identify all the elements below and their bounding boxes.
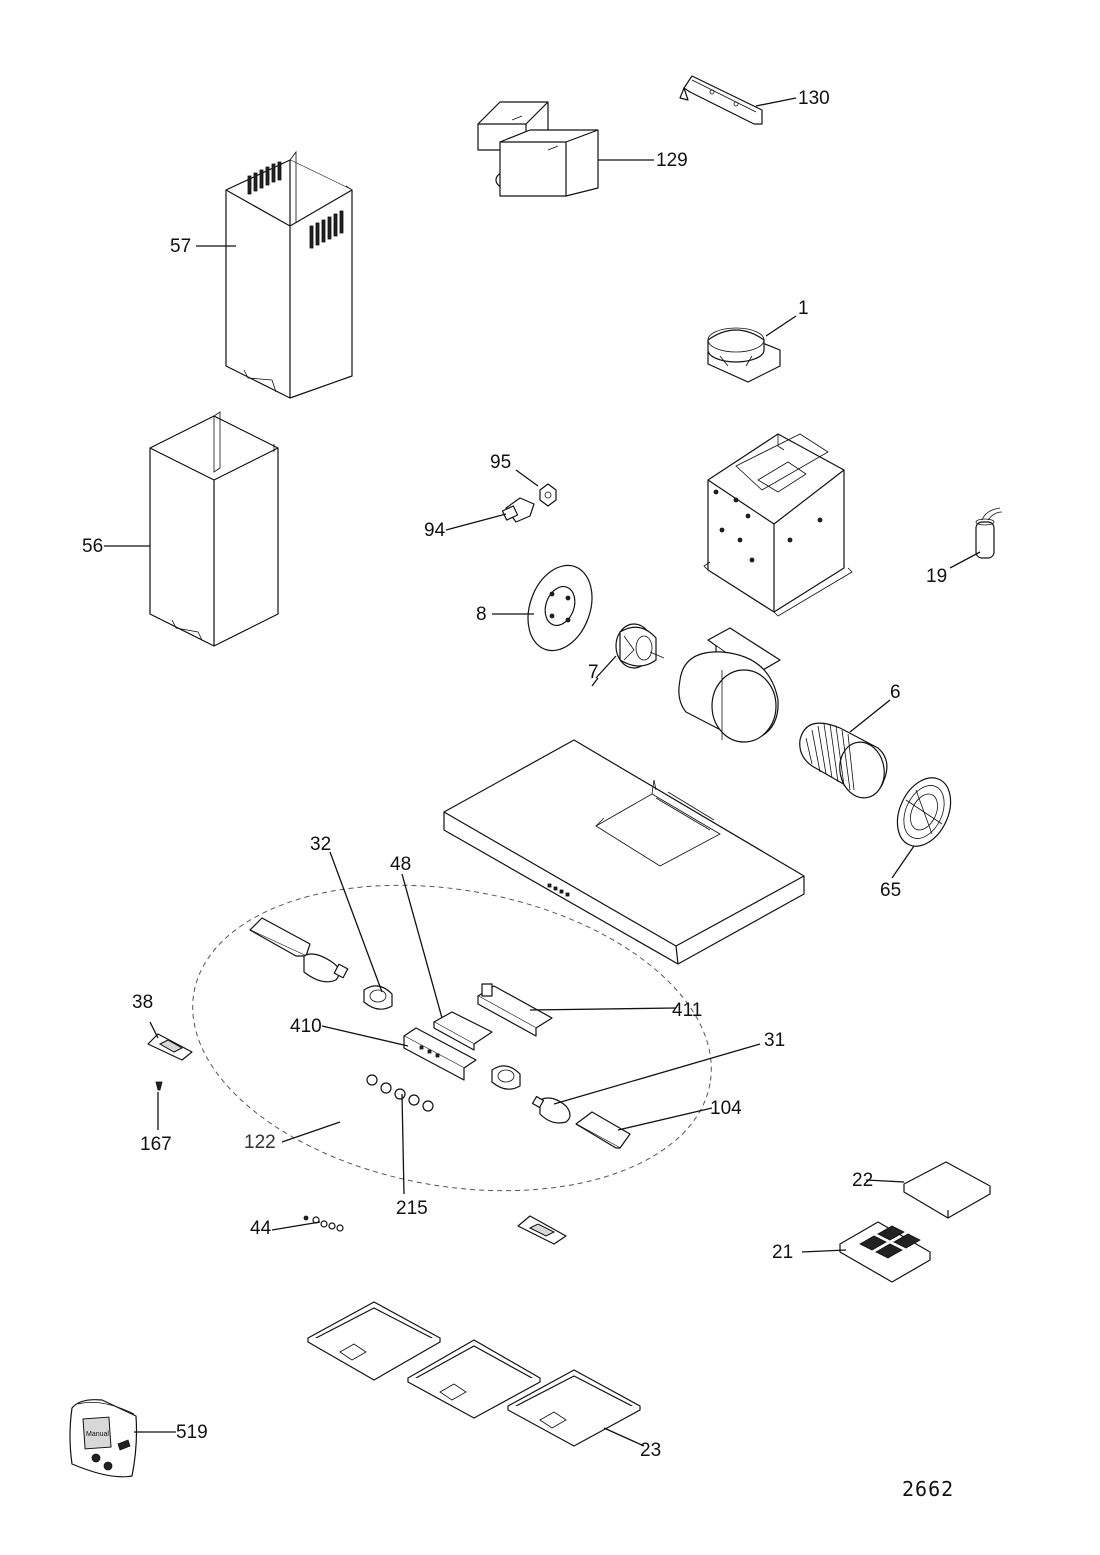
part-38-lamp-cover — [147, 1033, 193, 1061]
hood-canopy — [443, 739, 805, 965]
part-48-plate — [433, 1011, 493, 1051]
part-129-duct-adapter — [477, 101, 599, 197]
callout-167: 167 — [140, 1134, 172, 1155]
part-8-mounting-plate — [527, 564, 593, 652]
diagram-code: 2662 — [902, 1477, 954, 1501]
lamp-cover-spare — [517, 1215, 567, 1245]
motor-housing-box — [703, 433, 853, 617]
callout-94: 94 — [424, 520, 446, 541]
kit-122-group-outline — [192, 884, 712, 1192]
part-95-nut — [539, 483, 557, 507]
part-94-bolt — [501, 497, 535, 523]
part-130-bracket — [679, 75, 763, 125]
callout-6: 6 — [890, 682, 901, 703]
part-104-lamp-shade — [575, 1111, 631, 1149]
callout-1: 1 — [798, 298, 809, 319]
part-167-screw — [155, 1081, 163, 1091]
part-1-flange-ring — [707, 327, 781, 383]
part-6-fan-wheel — [799, 722, 888, 799]
part-23-grease-filter-1 — [307, 1301, 441, 1381]
callout-31: 31 — [764, 1030, 785, 1051]
callout-57: 57 — [170, 236, 191, 257]
callout-21: 21 — [772, 1242, 793, 1263]
callout-23: 23 — [640, 1440, 661, 1461]
callout-215: 215 — [396, 1198, 428, 1219]
part-23-grease-filter-3 — [507, 1369, 641, 1447]
callout-65: 65 — [880, 880, 901, 901]
part-19-capacitor — [975, 507, 1003, 559]
part-215-knobs — [366, 1074, 434, 1112]
callout-8: 8 — [476, 604, 487, 625]
callout-7: 7 — [588, 662, 599, 683]
callout-19: 19 — [926, 566, 947, 587]
part-57-upper-chimney — [225, 150, 353, 399]
callout-48: 48 — [390, 854, 411, 875]
lamp-holder-2 — [491, 1065, 521, 1090]
part-7-motor — [615, 623, 665, 669]
lamp-shade-left — [249, 917, 311, 957]
part-44-screws — [303, 1215, 344, 1232]
part-32-lamp-holder — [363, 985, 393, 1010]
callout-22: 22 — [852, 1170, 873, 1191]
callout-410: 410 — [290, 1016, 322, 1037]
callout-519: 519 — [176, 1422, 208, 1443]
part-21-filter-frame — [839, 1221, 931, 1283]
callout-95: 95 — [490, 452, 511, 473]
callout-411: 411 — [672, 1000, 702, 1021]
callout-104: 104 — [710, 1098, 742, 1119]
part-65-grille — [896, 777, 952, 847]
part-411-switch-board — [477, 983, 553, 1037]
part-519-accessory-bag: Manual — [69, 1399, 138, 1478]
callout-122: 122 — [244, 1132, 276, 1153]
bulb-left — [303, 953, 349, 983]
callout-56: 56 — [82, 536, 103, 557]
callout-32: 32 — [310, 834, 331, 855]
blower-housing — [678, 627, 781, 743]
bag-manual-text: Manual — [86, 1431, 109, 1438]
leader-lines — [104, 97, 981, 1447]
callout-129: 129 — [656, 150, 688, 171]
callout-130: 130 — [798, 88, 830, 109]
callout-44: 44 — [250, 1218, 272, 1239]
part-410-control-board — [403, 1027, 477, 1081]
part-56-lower-chimney — [149, 411, 279, 647]
part-22-carbon-filter — [903, 1161, 991, 1219]
part-23-grease-filter-2 — [407, 1339, 541, 1419]
part-31-bulb — [531, 1095, 571, 1124]
callout-labels: 130 129 57 1 95 94 56 19 8 7 6 65 32 48 … — [82, 88, 947, 1461]
callout-38: 38 — [132, 992, 153, 1013]
